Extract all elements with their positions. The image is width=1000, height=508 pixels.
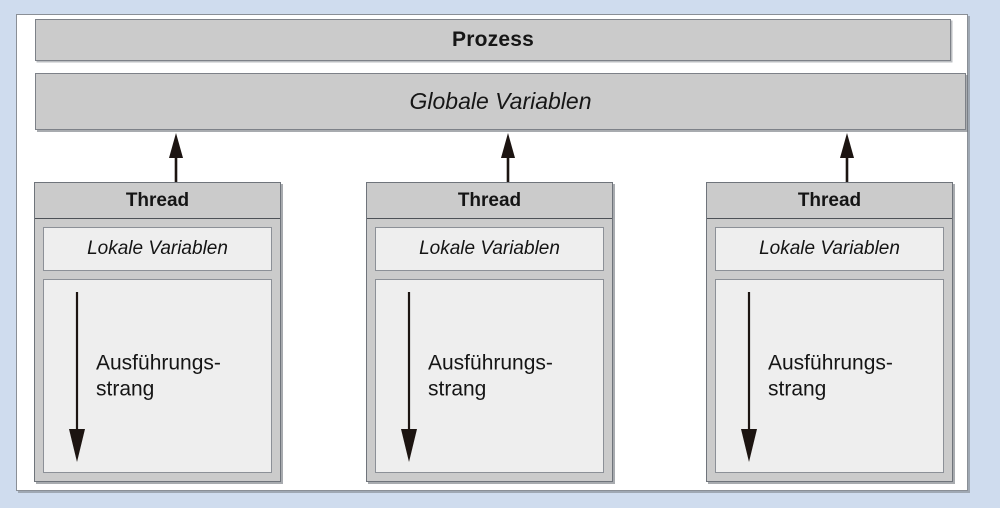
thread-header-label-1: Thread <box>125 189 190 211</box>
execution-strand-panel-2: Ausführungs- strang <box>375 279 604 473</box>
arrow-up-icon-thread-2 <box>499 133 517 188</box>
arrow-down-icon-2 <box>398 292 420 462</box>
thread-box-2[interactable]: Thread Lokale Variablen Ausführungs- str… <box>366 182 613 482</box>
thread-box-3[interactable]: Thread Lokale Variablen Ausführungs- str… <box>706 182 953 482</box>
local-variables-label-2: Lokale Variablen <box>419 238 560 259</box>
thread-header-3: Thread <box>707 183 952 219</box>
execution-strand-panel-3: Ausführungs- strang <box>715 279 944 473</box>
thread-header-label-2: Thread <box>457 189 522 211</box>
global-variables-label: Globale Variablen <box>409 88 592 114</box>
execution-strand-label-3: Ausführungs- strang <box>768 351 893 400</box>
thread-box-1[interactable]: Thread Lokale Variablen Ausführungs- str… <box>34 182 281 482</box>
process-title-bar: Prozess <box>35 19 951 61</box>
arrow-down-icon-1 <box>66 292 88 462</box>
thread-header-2: Thread <box>367 183 612 219</box>
arrow-up-icon-thread-3 <box>838 133 856 188</box>
thread-header-label-3: Thread <box>797 189 862 211</box>
local-variables-box-2: Lokale Variablen <box>375 227 604 271</box>
execution-strand-panel-1: Ausführungs- strang <box>43 279 272 473</box>
arrow-up-icon-thread-1 <box>167 133 185 188</box>
local-variables-label-1: Lokale Variablen <box>87 238 228 259</box>
arrow-down-icon-3 <box>738 292 760 462</box>
process-frame: Prozess Globale Variablen <box>16 14 968 491</box>
process-title-label: Prozess <box>452 28 534 51</box>
global-variables-box: Globale Variablen <box>35 73 966 130</box>
local-variables-label-3: Lokale Variablen <box>759 238 900 259</box>
execution-strand-label-1: Ausführungs- strang <box>96 351 221 400</box>
local-variables-box-1: Lokale Variablen <box>43 227 272 271</box>
execution-strand-label-2: Ausführungs- strang <box>428 351 553 400</box>
local-variables-box-3: Lokale Variablen <box>715 227 944 271</box>
thread-header-1: Thread <box>35 183 280 219</box>
